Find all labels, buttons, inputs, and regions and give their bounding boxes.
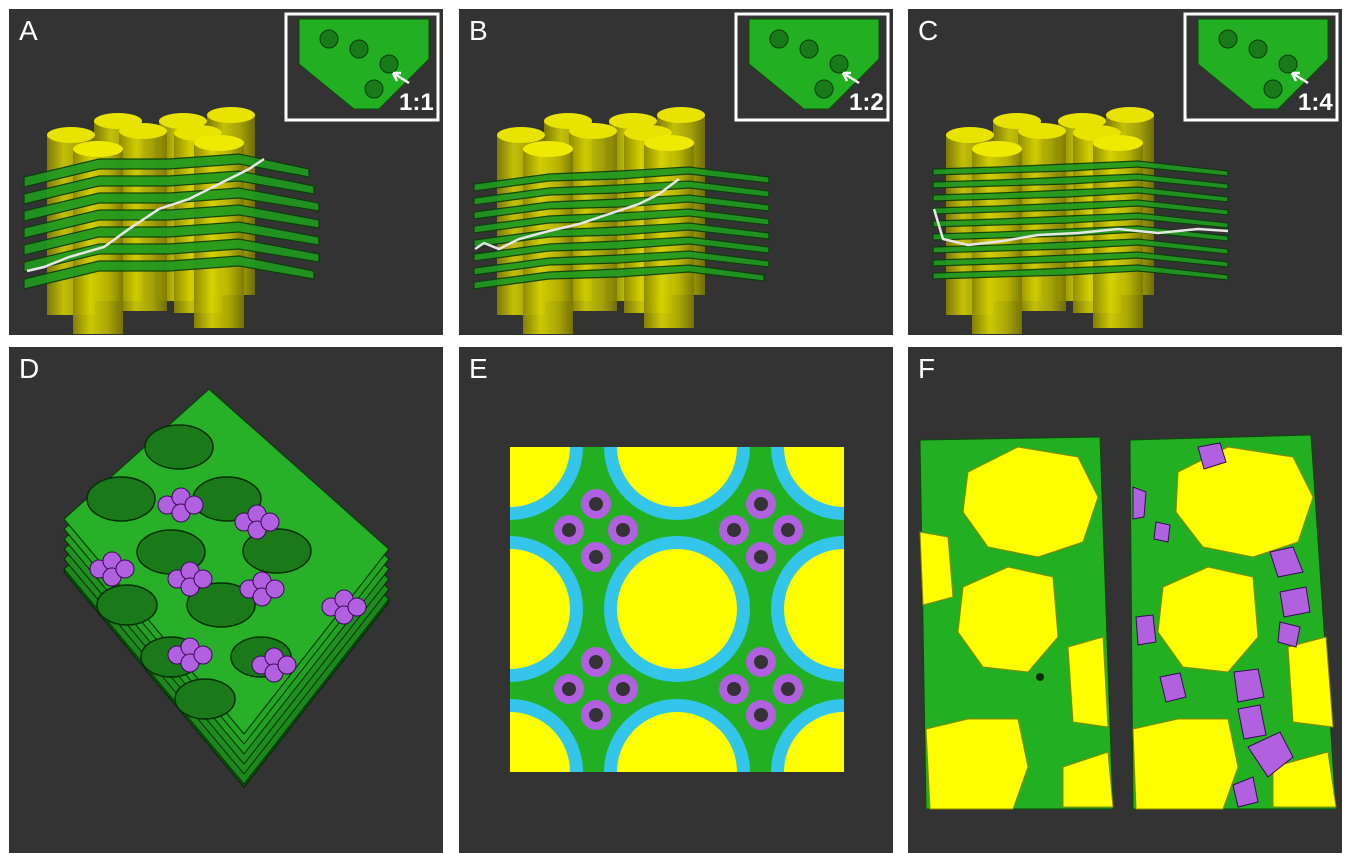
- inset-frame: [284, 12, 440, 122]
- reconstruction-right: [1129, 434, 1337, 810]
- panel-e: E: [459, 347, 893, 853]
- ratio-label: 1:1: [399, 89, 434, 116]
- ratio-label: 1:4: [1298, 89, 1333, 116]
- helical-lamellae: [473, 166, 770, 290]
- inset-frame: [734, 12, 890, 122]
- panel-a-graphic: 1:1: [23, 12, 440, 334]
- panel-label: C: [918, 15, 939, 46]
- panel-b: 1:2 B: [459, 9, 893, 335]
- ratio-label: 1:2: [849, 89, 884, 116]
- panel-label: A: [19, 15, 38, 46]
- panel-label: E: [469, 353, 488, 384]
- inset-frame: [1183, 12, 1339, 122]
- reconstruction-left: [919, 436, 1114, 810]
- panel-f-graphic: [919, 434, 1337, 810]
- arrow-icon: [1290, 71, 1309, 85]
- panel-d-graphic: [62, 388, 391, 789]
- fiber-path-trace: [26, 157, 265, 273]
- panel-a: 1:1 A: [9, 9, 443, 335]
- panel-f: F: [908, 347, 1342, 853]
- inset-block: [748, 18, 880, 110]
- panel-label: B: [469, 15, 488, 46]
- panel-b-graphic: 1:2: [473, 12, 890, 334]
- helical-lamellae: [932, 160, 1229, 281]
- arrow-icon: [841, 71, 860, 85]
- panel-label: F: [918, 353, 936, 384]
- fiber-path-trace: [932, 208, 1229, 247]
- purple-clusters: [89, 487, 367, 683]
- purple-rings: [554, 489, 803, 730]
- panel-c-graphic: 1:4: [932, 12, 1339, 334]
- panel-d: D: [9, 347, 443, 853]
- inset-block: [1197, 18, 1329, 110]
- helical-lamellae: [23, 153, 320, 290]
- arrow-icon: [391, 71, 410, 85]
- panel-e-graphic: [510, 447, 844, 772]
- panel-c: 1:4 C: [908, 9, 1342, 335]
- fiber-path-trace: [474, 178, 680, 251]
- panel-label: D: [19, 353, 40, 384]
- fiber-cross-sections: [510, 447, 844, 772]
- inset-block: [298, 18, 430, 110]
